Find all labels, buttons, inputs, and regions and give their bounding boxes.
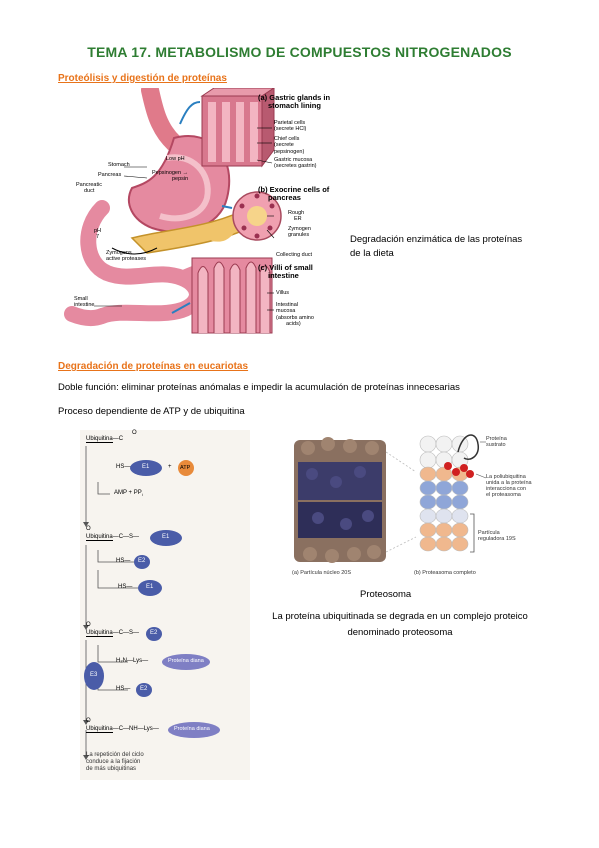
exocrine-labels: Rough ER Zymogen granules (288, 210, 311, 238)
proteosoma-description: La proteína ubiquitinada se degrada en u… (272, 611, 528, 638)
amp-release: AMP + PPi (114, 490, 143, 498)
label-regulatory: Partícula reguladora 19S (478, 530, 516, 542)
e2-enzyme-2: E2 (150, 630, 158, 636)
carbonyl-o-1: O (132, 430, 137, 436)
ubiquitination-lines (83, 446, 220, 760)
cycle-repeat-note: La repetición del ciclo conduce a la fij… (86, 752, 144, 772)
section-heading-degradacion: Degradación de proteínas en eucariotas (58, 361, 249, 372)
carbonyl-o-4: O (86, 718, 91, 724)
label-pancreas: Pancreas (98, 172, 122, 178)
hs-e2-return: HS— (116, 686, 131, 692)
proteasome-illustration (294, 434, 487, 563)
label-stomach: Stomach (108, 162, 130, 168)
carbonyl-o-2: O (86, 526, 91, 532)
ubiquitina-label-1: Ubiquitina—C (86, 436, 124, 443)
e2-enzyme-3: E2 (140, 686, 148, 692)
e2-enzyme: E2 (138, 558, 146, 564)
label-pepsinogen: Pepsinogen → pepsin (152, 170, 189, 182)
lysine-amine: H₂N—Lys— (116, 658, 149, 664)
e1-enzyme-3: E1 (146, 584, 154, 590)
target-protein-1: Proteína diana (168, 658, 204, 664)
hs-e1-group: HS— (116, 464, 131, 470)
proteosoma-caption: Proteosoma (360, 589, 412, 600)
hs-e1-return: HS— (118, 584, 133, 590)
label-collecting-duct: Collecting duct (276, 252, 313, 258)
double-function-text: Doble función: eliminar proteínas anómal… (58, 382, 460, 393)
atp-badge: ATP (180, 465, 191, 471)
ubiquitination-scheme: Ubiquitina—C O HS— E1 + ATP AMP + PPi O … (80, 430, 250, 780)
villi-labels: Villus Intestinal mucosa (absorbs amino … (276, 290, 314, 327)
caption-core-particle: (a) Partícula núcleo 20S (292, 570, 352, 576)
ubiquitina-e2-thioester: Ubiquitina—C—S— (86, 630, 140, 637)
proteasome-figure: Proteína sustrato La poliubiquitina unid… (288, 422, 558, 582)
hs-e2: HS— (116, 558, 131, 564)
target-protein-2: Proteína diana (174, 726, 210, 732)
e1-enzyme: E1 (142, 464, 150, 470)
label-low-ph: Low pH (166, 156, 185, 162)
gastric-glands-labels: Parietal cells (secrete HCl) Chief cells… (274, 120, 317, 170)
ubiquitinated-protein: Ubiquitina—C—NH—Lys— (86, 726, 159, 733)
digestion-illustration (64, 81, 282, 334)
atp-ubiquitin-text: Proceso dependiente de ATP y de ubiquiti… (58, 406, 245, 417)
digestion-caption: Degradación enzimática de las proteínas … (350, 234, 523, 259)
section-heading-proteolisis: Proteólisis y digestión de proteínas (58, 73, 227, 84)
label-substrate: Proteína sustrato (486, 436, 507, 448)
plus-sign: + (168, 464, 172, 470)
page-title: TEMA 17. METABOLISMO DE COMPUESTOS NITRO… (87, 44, 512, 60)
e3-enzyme: E3 (90, 672, 98, 678)
label-polyubiquitin: La poliubiquitina unida a la proteína in… (486, 474, 532, 498)
caption-full-proteasome: (b) Proteasoma completo (414, 570, 476, 576)
e1-enzyme-2: E1 (162, 534, 170, 540)
carbonyl-o-3: O (86, 622, 91, 628)
ubiquitina-e1-thioester: Ubiquitina—C—S— (86, 534, 140, 541)
